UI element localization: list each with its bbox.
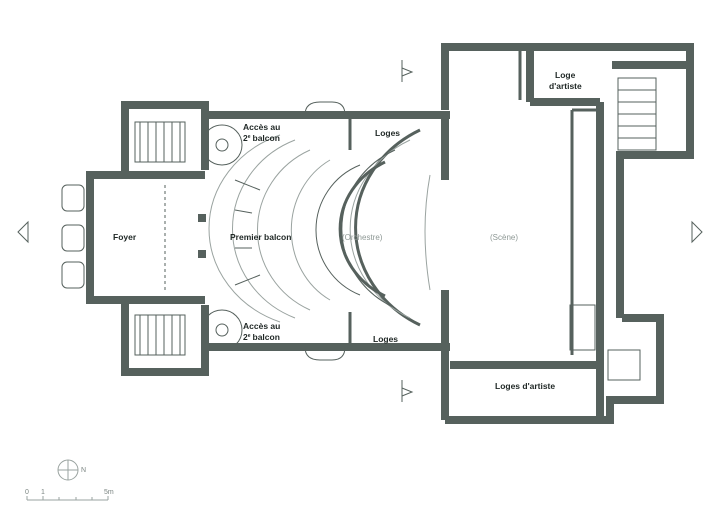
scale-label-1: 1 bbox=[41, 489, 45, 496]
label-orchestre: (Orchestre) bbox=[342, 233, 383, 242]
stair-bottom-left bbox=[121, 300, 243, 376]
stair-top-left bbox=[121, 101, 243, 175]
north-label: N bbox=[81, 467, 86, 474]
north-arrow-icon: N bbox=[57, 459, 86, 481]
label-loges-bottom: Loges bbox=[373, 334, 398, 344]
stage-walls bbox=[441, 43, 694, 424]
label-loges-top: Loges bbox=[375, 128, 400, 138]
label-loge-artiste-2: d'artiste bbox=[549, 81, 582, 91]
scale-label-0: 0 bbox=[25, 489, 29, 496]
section-markers bbox=[17, 60, 703, 402]
label-foyer: Foyer bbox=[113, 232, 137, 242]
label-scene: (Scène) bbox=[490, 233, 518, 242]
auditorium-walls bbox=[205, 101, 450, 361]
scale-bar: 0 1 5m bbox=[25, 489, 114, 501]
label-acces-top-1: Accès au bbox=[243, 122, 280, 132]
label-acces-bottom-1: Accès au bbox=[243, 321, 280, 331]
foyer-walls bbox=[61, 171, 206, 304]
label-loges-artiste: Loges d'artiste bbox=[495, 381, 555, 391]
label-premier-balcon: Premier balcon bbox=[230, 232, 291, 242]
label-loge-artiste-1: Loge bbox=[555, 70, 576, 80]
scale-label-5m: 5m bbox=[104, 489, 114, 496]
